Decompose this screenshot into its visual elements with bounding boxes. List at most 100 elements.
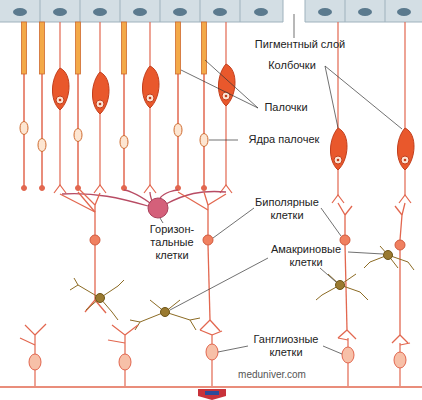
pigment-layer	[283, 0, 284, 22]
horizontal-cell	[62, 190, 226, 206]
null	[400, 343, 410, 345]
bottom-border	[0, 386, 422, 388]
leader-lines	[181, 70, 258, 108]
null	[149, 108, 150, 186]
horizontal-cell	[148, 198, 168, 218]
ganglion-cells	[20, 324, 410, 386]
null	[332, 195, 344, 203]
null	[338, 338, 348, 340]
rod-cells	[200, 134, 208, 147]
null	[345, 206, 352, 215]
null	[347, 330, 356, 339]
rod-cells	[20, 22, 208, 191]
pigment-layer	[240, 0, 241, 22]
null	[62, 194, 148, 206]
rod-cells	[41, 74, 43, 186]
null	[20, 338, 35, 345]
null	[395, 206, 402, 215]
cone-cells	[96, 100, 104, 108]
bipolar-cells	[340, 235, 350, 245]
cell-label: Биполярные клетки	[253, 196, 321, 222]
cone-cells	[92, 72, 109, 114]
null	[35, 324, 46, 335]
null	[190, 320, 196, 330]
rod-cells	[120, 136, 128, 149]
pigment-layer	[53, 8, 67, 16]
leader-lines	[213, 208, 254, 238]
leader-lines	[205, 60, 258, 108]
rod-cells	[203, 74, 205, 186]
null	[125, 325, 138, 335]
null	[399, 250, 400, 335]
cell-label: Горизон- тальные клетки	[143, 223, 201, 262]
null	[149, 22, 150, 66]
ganglion-cells	[119, 354, 131, 370]
null	[211, 360, 212, 386]
null	[144, 185, 156, 193]
null	[60, 194, 95, 212]
rod-cells	[174, 124, 182, 137]
cone-cells	[337, 159, 340, 162]
bottom-border	[0, 387, 422, 400]
null	[54, 185, 66, 193]
null	[208, 245, 210, 320]
null	[400, 203, 405, 240]
cone-cells	[334, 156, 342, 164]
null	[404, 22, 405, 128]
ganglion-cells	[206, 344, 218, 360]
null	[392, 335, 400, 343]
null	[200, 330, 212, 344]
ganglion-cells	[394, 352, 406, 368]
null	[94, 185, 106, 193]
cell-label: Амакриновые клетки	[267, 243, 345, 269]
null	[399, 195, 411, 203]
null	[95, 193, 100, 205]
amacrine-cells	[96, 294, 105, 303]
cone-cells	[142, 66, 159, 108]
null	[337, 22, 338, 128]
null	[200, 320, 210, 330]
cell-label: Колбочки	[259, 59, 325, 72]
cone-cells	[330, 128, 347, 170]
cell-label: Ганглиозные клетки	[248, 333, 324, 359]
bottom-border	[205, 391, 219, 395]
null	[108, 340, 125, 343]
amacrine-cells	[336, 281, 345, 290]
pigment-layer	[305, 0, 306, 22]
layer-label: Пигментный слой	[240, 38, 360, 51]
leader-lines	[348, 252, 383, 254]
amacrine-cells	[384, 251, 393, 260]
leader-lines	[294, 14, 295, 38]
rod-cells	[38, 139, 46, 152]
watermark: meduniver.com	[222, 368, 322, 381]
pigment-layer	[120, 0, 121, 22]
leader-lines	[209, 140, 238, 141]
leader-lines	[325, 66, 402, 129]
null	[94, 245, 95, 300]
leader-lines	[321, 208, 341, 236]
bipolar-cells	[60, 190, 408, 343]
cone-cells	[401, 156, 409, 164]
rod-cells	[22, 22, 27, 74]
null	[160, 190, 178, 198]
null	[338, 330, 347, 338]
pigment-layer	[213, 8, 227, 16]
null	[130, 312, 165, 322]
rod-cells	[40, 22, 45, 74]
null	[225, 22, 226, 64]
cone-cells	[54, 22, 411, 203]
ganglion-cells	[342, 347, 354, 363]
ganglion-cells	[20, 324, 410, 386]
null	[165, 312, 200, 320]
null	[212, 331, 222, 335]
pigment-layer	[0, 0, 422, 22]
null	[124, 190, 150, 203]
bipolar-cells	[395, 240, 405, 250]
pigment-layer	[13, 8, 27, 16]
leader-lines	[160, 218, 163, 223]
null	[99, 114, 100, 186]
pigment-layer	[358, 8, 372, 16]
cell-label: Ядра палочек	[238, 133, 330, 146]
null	[99, 22, 100, 72]
